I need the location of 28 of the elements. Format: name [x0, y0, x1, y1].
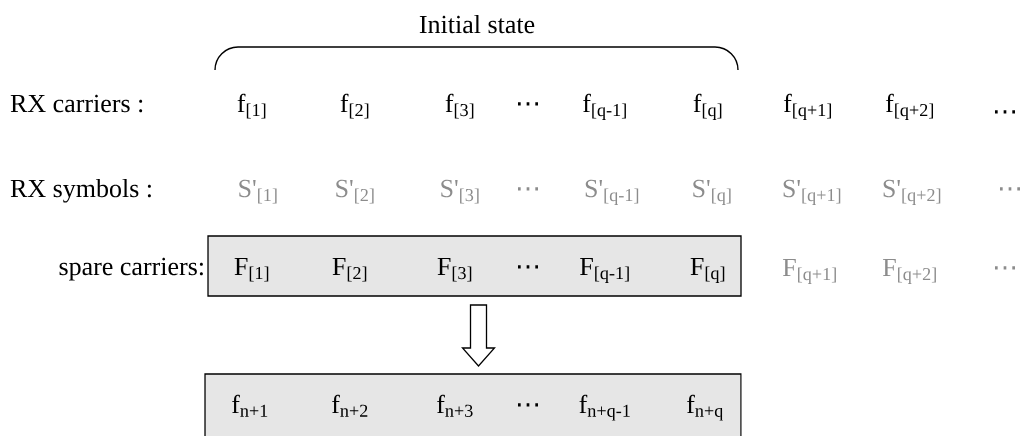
symbol-label: S'$_{[3]}$	[441, 179, 479, 204]
carrier-label: f$_{[q]}$	[693, 93, 722, 120]
carrier-label: f$_{[q-1]}$	[583, 93, 626, 120]
carrier-label: f$_{[q+2]}$	[885, 93, 933, 120]
symbol-label: ⋯	[1000, 187, 1020, 191]
symbol-label: S'$_{[1]}$	[239, 179, 277, 204]
carrier-label: F$_{[q+1]}$	[783, 258, 836, 284]
carrier-label: f$_{[1]}$	[237, 93, 266, 119]
symbol-label: ⋯	[518, 187, 538, 191]
carrier-label: ⋯	[995, 266, 1015, 270]
symbol-label: S'$_{[2]}$	[336, 179, 374, 204]
heading: Initial state	[419, 14, 535, 34]
row-label: RX carriers :	[10, 94, 143, 113]
block-arrow	[461, 304, 496, 367]
carrier-box: f$_{n+1}$ f$_{n+2}$ f$_{n+3}$ ⋯ f$_{n+q-1}$ f$_{n+q}$	[204, 373, 742, 436]
symbol-label: S'$_{[q+1]}$	[783, 179, 841, 205]
carrier-label: f$_{[2]}$	[340, 93, 369, 119]
row-label: RX symbols :	[10, 178, 151, 203]
carrier-label: ⋯	[995, 110, 1015, 114]
carrier-label: F$_{[q+2]}$	[883, 258, 936, 284]
symbol-label: S'$_{[q-1]}$	[585, 179, 639, 205]
carrier-label: ⋯	[518, 102, 538, 106]
carrier-box: F$_{[1]}$ F$_{[2]}$ F$_{[3]}$ ⋯ F$_{[q-1]}$ F$_{[q]}$	[207, 235, 742, 297]
row-label: spare carriers:	[59, 257, 203, 281]
symbol-label: S'$_{[q+2]}$	[883, 179, 941, 205]
symbol-label: S'$_{[q]}$	[693, 179, 731, 205]
carrier-label: f$_{[3]}$	[445, 93, 474, 119]
carrier-label: f$_{[q+1]}$	[783, 93, 831, 120]
